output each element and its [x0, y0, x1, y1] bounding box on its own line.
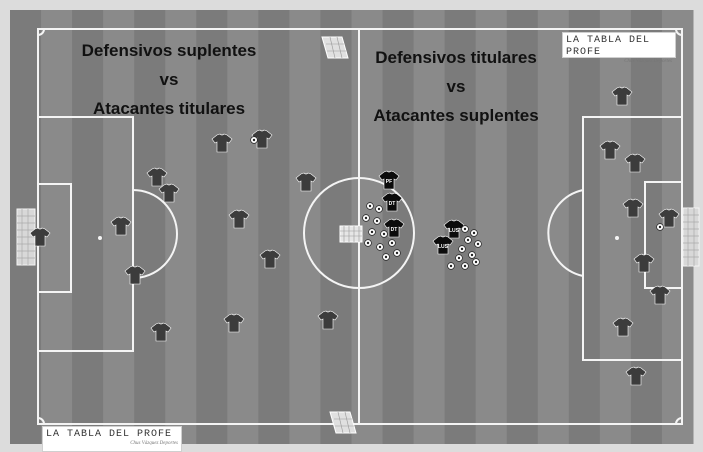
jersey-label: LUS: [438, 244, 449, 250]
ball-icon: [364, 239, 372, 247]
brand-tagline: Chus Vázquez Deportes: [130, 441, 178, 446]
ball-icon: [388, 239, 396, 247]
ball-icon: [656, 223, 664, 231]
jersey-label: PF: [386, 179, 392, 185]
ball-icon: [474, 240, 482, 248]
drill-title-right: Defensivos titulares vs Atacantes suplen…: [358, 43, 554, 130]
grass-stripe: [475, 10, 508, 444]
grass-stripe: [41, 10, 73, 444]
ball-icon: [464, 236, 472, 244]
player-jersey-dt: DT: [383, 218, 405, 238]
drill-title-left: Defensivos suplentes vs Atacantes titula…: [64, 36, 274, 123]
ball-icon: [375, 205, 383, 213]
ball-icon: [362, 214, 370, 222]
penalty-spot-right: [615, 236, 619, 240]
ball-icon: [373, 217, 381, 225]
penalty-spot-left: [98, 236, 102, 240]
grass-stripe: [568, 10, 601, 444]
mini-goal-bottom: [329, 411, 357, 434]
pitch-lines: [37, 28, 683, 425]
corner-arc-top-right: [675, 28, 683, 36]
grass-stripe: [165, 10, 197, 444]
penalty-arc-right: [547, 189, 584, 277]
brand-name: LA TABLA DEL PROFE: [46, 429, 173, 440]
ball-icon: [470, 229, 478, 237]
mini-goal-top: [321, 36, 349, 59]
title-line: Defensivos suplentes: [81, 41, 257, 60]
grass-stripe: [537, 10, 570, 444]
ball-icon: [461, 262, 469, 270]
ball-icon: [366, 202, 374, 210]
corner-arc-bottom-left: [37, 417, 45, 425]
brand-name: LA TABLA DEL PROFE: [566, 35, 651, 58]
grass-stripe: [506, 10, 539, 444]
ball-icon: [458, 245, 466, 253]
jersey-label: DT: [391, 227, 398, 233]
ball-icon: [455, 254, 463, 262]
corner-arc-top-left: [37, 28, 45, 36]
title-vs: vs: [159, 70, 179, 89]
player-jersey-dt: DT: [381, 192, 403, 212]
ball-icon: [380, 230, 388, 238]
grass-stripe: [134, 10, 166, 444]
title-line: Atacantes titulares: [92, 99, 246, 118]
corner-arc-bottom-right: [675, 417, 683, 425]
center-circle: [303, 177, 415, 289]
penalty-arc-left: [132, 189, 178, 279]
ball-icon: [472, 258, 480, 266]
black-team-players: PF DT DT LUS LUS: [378, 170, 465, 255]
ball-icon: [382, 253, 390, 261]
player-jersey-pf: PF: [378, 170, 400, 190]
jersey-label: DT: [389, 201, 396, 207]
goal-left: [16, 208, 36, 266]
title-line: Defensivos titulares: [375, 48, 537, 67]
grass-stripe: [258, 10, 290, 444]
grass-stripes: [10, 10, 694, 444]
ball-icon: [368, 228, 376, 236]
player-jersey-lus: LUS: [443, 219, 465, 239]
grass-stripe: [599, 10, 632, 444]
grass-stripe: [72, 10, 104, 444]
title-vs: vs: [446, 77, 466, 96]
brand-logo-bottom: LA TABLA DEL PROFE Chus Vázquez Deportes: [42, 426, 182, 452]
jersey-label: LUS: [449, 228, 460, 234]
mini-goal-center: [339, 225, 363, 243]
title-line: Atacantes suplentes: [373, 106, 539, 125]
brand-logo-top: LA TABLA DEL PROFE Chus Vázquez Deportes: [562, 32, 676, 64]
grass-stripe: [196, 10, 228, 444]
ball-icon: [393, 249, 401, 257]
ball-icon: [447, 262, 455, 270]
grass-stripe: [413, 10, 446, 444]
ball-icon: [468, 251, 476, 259]
ball-icon: [250, 136, 258, 144]
ball-icon: [461, 225, 469, 233]
goal-right: [682, 207, 700, 267]
ball-icon: [376, 243, 384, 251]
player-jersey-lus: LUS: [432, 235, 454, 255]
brand-tagline: Chus Vázquez Deportes: [624, 59, 672, 64]
